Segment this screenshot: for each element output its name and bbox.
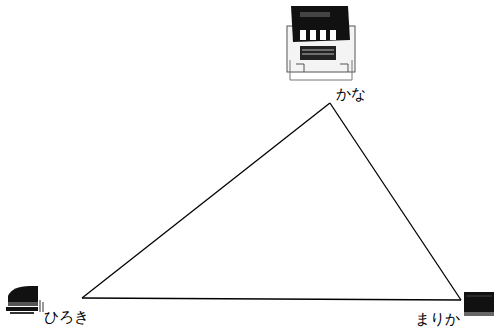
triangle-side (82, 298, 461, 300)
triangle-side (330, 103, 461, 300)
person-house: かな (300, 3, 368, 103)
triangle-side (82, 103, 330, 298)
person-name: かな (336, 85, 366, 103)
person-house: まりか (410, 300, 496, 328)
person-house: ひろき (30, 298, 90, 326)
house-icon-left (6, 286, 43, 313)
person-name: ひろき (44, 308, 89, 326)
person-name: まりか (415, 310, 460, 328)
house-icon-top (287, 6, 355, 80)
house-icon-right (464, 292, 494, 316)
